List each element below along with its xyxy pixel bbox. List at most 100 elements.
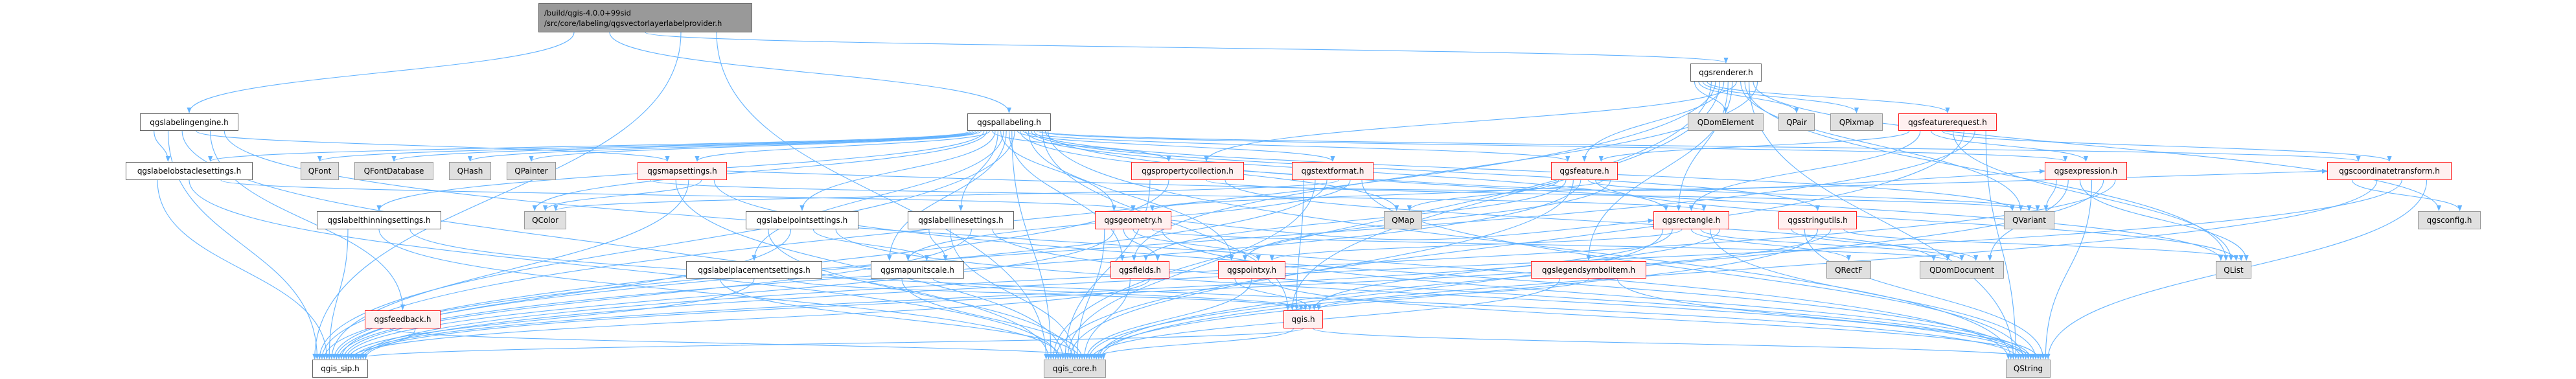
edge-obstacle-to-qgis_sip bbox=[157, 179, 330, 360]
edge-mapunitscale-to-qgis_core bbox=[901, 278, 1085, 360]
node-qgslabelplacementsettings-h[interactable]: qgslabelplacementsettings.h bbox=[686, 261, 822, 279]
edge-stringutils-to-qgis_sip bbox=[356, 229, 1832, 360]
node-qgsrectangle-h[interactable]: qgsrectangle.h bbox=[1653, 211, 1729, 229]
node-qgspropertycollection-h[interactable]: qgspropertycollection.h bbox=[1131, 162, 1244, 180]
edge-pallabeling-to-QPainter bbox=[529, 130, 982, 162]
edge-root-to-qgis_sip bbox=[312, 32, 682, 360]
root-path-line1: /build/qgis-4.0.0+99sid bbox=[544, 8, 631, 17]
node-qlist[interactable]: QList bbox=[2216, 261, 2251, 279]
edge-featurerequest-to-rectangle bbox=[1688, 130, 1921, 211]
edge-featurerequest-to-coordtransform bbox=[1942, 130, 2392, 162]
node-qgsgeometry-h[interactable]: qgsgeometry.h bbox=[1095, 211, 1171, 229]
edge-featurerequest-to-expression bbox=[1931, 130, 2089, 162]
edge-mapsettings-to-qgis_sip bbox=[329, 179, 689, 360]
node-label: qgsfeedback.h bbox=[374, 315, 431, 324]
node-qgsconfig-h[interactable]: qgsconfig.h bbox=[2418, 211, 2481, 229]
edge-pallabeling-to-propcoll bbox=[992, 130, 1171, 162]
edge-pallabeling-to-fields bbox=[1008, 130, 1125, 261]
node-label: qgspallabeling.h bbox=[977, 117, 1041, 127]
edge-rectangle-to-qgis_sip bbox=[351, 229, 1720, 360]
node-label: QHash bbox=[457, 167, 483, 176]
edge-pallabeling-to-expression bbox=[1036, 130, 2067, 162]
node-qgis-sip-h[interactable]: qgis_sip.h bbox=[312, 360, 368, 378]
node-label: qgis_core.h bbox=[1052, 364, 1098, 373]
node-qgspallabeling-h[interactable]: qgspallabeling.h bbox=[967, 113, 1051, 131]
edge-feedback-to-qgis_core bbox=[389, 328, 1106, 360]
node-label: qgsrectangle.h bbox=[1662, 216, 1721, 225]
node-qgslabellinesettings-h[interactable]: qgslabellinesettings.h bbox=[908, 211, 1014, 229]
node-qpair[interactable]: QPair bbox=[1778, 113, 1815, 131]
edge-pallabeling-to-qgis_core bbox=[1011, 130, 1053, 360]
node-label: QString bbox=[2013, 364, 2043, 373]
node-qgsmapsettings-h[interactable]: qgsmapsettings.h bbox=[638, 162, 727, 180]
node-label: QPair bbox=[1786, 117, 1807, 127]
node-qgsfeature-h[interactable]: qgsfeature.h bbox=[1551, 162, 1618, 180]
node-qmap[interactable]: QMap bbox=[1384, 211, 1422, 229]
edge-legendsymbol-to-qgis_core bbox=[1089, 278, 1561, 360]
node-qgis-h[interactable]: qgis.h bbox=[1283, 310, 1323, 328]
edge-geometry-to-QDomDocument bbox=[1151, 229, 1950, 261]
node-label: qgslabelingengine.h bbox=[150, 117, 229, 127]
node-qgsfeaturerequest-h[interactable]: qgsfeaturerequest.h bbox=[1898, 113, 1997, 131]
node-label: qgspropertycollection.h bbox=[1142, 167, 1234, 176]
node-label: qgslegendsymbolitem.h bbox=[1541, 265, 1636, 275]
node-label: qgsfeature.h bbox=[1559, 167, 1609, 176]
edge-feature-to-pointxy bbox=[1243, 179, 1611, 261]
node-qgis-core-h[interactable]: qgis_core.h bbox=[1044, 360, 1106, 378]
edge-obstacle-to-qgis_core bbox=[189, 179, 1061, 360]
node-label: qgslabelplacementsettings.h bbox=[698, 265, 811, 275]
node-qgsexpression-h[interactable]: qgsexpression.h bbox=[2045, 162, 2127, 180]
edge-geometry-to-pointxy bbox=[1133, 229, 1261, 261]
edge-fields-to-qgis_core bbox=[1082, 278, 1131, 360]
edge-pointsettings-to-QString bbox=[835, 229, 2029, 360]
node-qgstextformat-h[interactable]: qgstextformat.h bbox=[1292, 162, 1374, 180]
edge-feedback-to-qgis_sip bbox=[363, 328, 416, 360]
edge-obstacle-to-geometry bbox=[220, 179, 1136, 211]
edge-renderer-to-qgis_core bbox=[1051, 81, 1712, 360]
edge-labelingengine-to-obstacle bbox=[154, 130, 170, 162]
node-qgslabelthinningsettings-h[interactable]: qgslabelthinningsettings.h bbox=[317, 211, 441, 229]
node-qgsfeedback-h[interactable]: qgsfeedback.h bbox=[365, 310, 441, 328]
node-qgsrenderer-h[interactable]: qgsrenderer.h bbox=[1690, 63, 1762, 82]
node-qstring[interactable]: QString bbox=[2006, 360, 2051, 378]
node-qgslabelpointsettings-h[interactable]: qgslabelpointsettings.h bbox=[746, 211, 858, 229]
node-qgsmapunitscale-h[interactable]: qgsmapunitscale.h bbox=[871, 261, 964, 279]
node-qdomdocument[interactable]: QDomDocument bbox=[1920, 261, 2004, 279]
edge-pointsettings-to-mapunitscale bbox=[812, 229, 929, 261]
node-qgslegendsymbolitem-h[interactable]: qgslegendsymbolitem.h bbox=[1531, 261, 1646, 279]
node-qcolor[interactable]: QColor bbox=[524, 211, 566, 229]
node-qfontdatabase[interactable]: QFontDatabase bbox=[354, 162, 433, 180]
node-qfont[interactable]: QFont bbox=[301, 162, 339, 180]
edge-expression-to-QList bbox=[2079, 179, 2249, 261]
node-qgsstringutils-h[interactable]: qgsstringutils.h bbox=[1778, 211, 1857, 229]
edge-qgis-to-qgis_core bbox=[1092, 328, 1294, 360]
node-qpixmap[interactable]: QPixmap bbox=[1830, 113, 1883, 131]
edge-feature-to-geometry bbox=[1150, 179, 1604, 211]
node-qgspointxy-h[interactable]: qgspointxy.h bbox=[1218, 261, 1285, 279]
node-label: qgsgeometry.h bbox=[1104, 216, 1162, 225]
node-qhash[interactable]: QHash bbox=[449, 162, 491, 180]
edge-pallabeling-to-QFont bbox=[317, 130, 974, 162]
node-qgscoordinatetransform-h[interactable]: qgscoordinatetransform.h bbox=[2327, 162, 2452, 180]
node-qgsfields-h[interactable]: qgsfields.h bbox=[1110, 261, 1169, 279]
edge-stringutils-to-QList bbox=[1843, 229, 2244, 261]
node-label: qgis_sip.h bbox=[321, 364, 360, 373]
node-label: qgsrenderer.h bbox=[1699, 68, 1753, 77]
edge-pallabeling-to-placement bbox=[752, 130, 1004, 261]
edge-renderer-to-QDomElement bbox=[1694, 81, 1729, 113]
node-qdomelement[interactable]: QDomElement bbox=[1688, 113, 1764, 131]
edge-renderer-to-QPixmap bbox=[1702, 81, 1859, 113]
node-label: qgslabellinesettings.h bbox=[918, 216, 1004, 225]
node-qgslabelingengine-h[interactable]: qgslabelingengine.h bbox=[140, 113, 238, 131]
node-qpainter[interactable]: QPainter bbox=[507, 162, 556, 180]
node-label: qgsfields.h bbox=[1118, 265, 1162, 275]
node-qvariant[interactable]: QVariant bbox=[2004, 211, 2054, 229]
node-qrectf[interactable]: QRectF bbox=[1826, 261, 1871, 279]
root-file-node[interactable]: /build/qgis-4.0.0+99sid /src/core/labeli… bbox=[538, 3, 752, 32]
edge-mapsettings-to-qgis_core bbox=[675, 179, 1066, 360]
edge-pallabeling-to-textformat bbox=[1017, 130, 1335, 162]
node-qgslabelobstaclesettings-h[interactable]: qgslabelobstaclesettings.h bbox=[126, 162, 253, 180]
edge-featurerequest-to-QString bbox=[1985, 130, 2018, 360]
edge-thinning-to-qgis_core bbox=[378, 229, 1063, 360]
edge-geometry-to-QString bbox=[1161, 229, 2033, 360]
